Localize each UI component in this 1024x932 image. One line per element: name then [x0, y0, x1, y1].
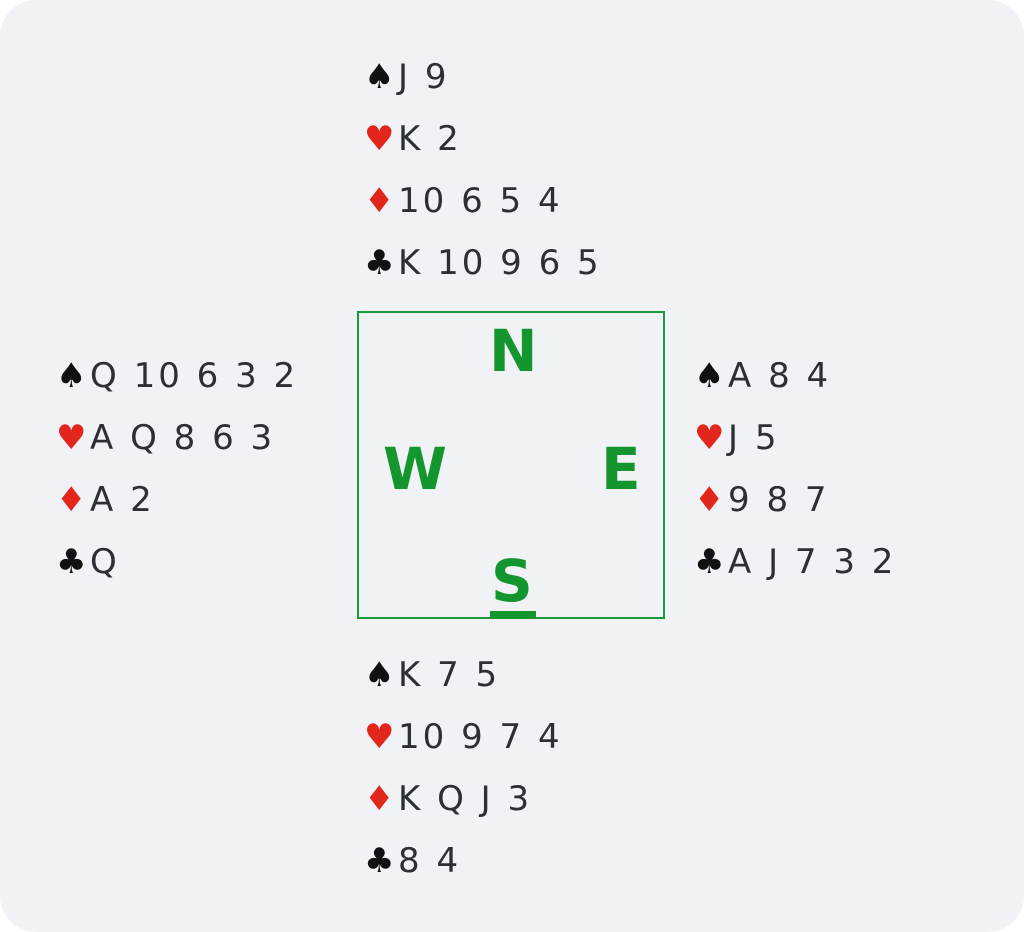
- club-icon: ♣: [694, 542, 725, 582]
- east-hand: ♠ A 8 4 ♥ J 5 ♦ 9 8 7 ♣ A J 7 3 2: [694, 345, 896, 593]
- east-spades: ♠ A 8 4: [694, 345, 896, 407]
- south-clubs-cards: 8 4: [398, 841, 462, 881]
- west-hearts: ♥ A Q 8 6 3: [56, 407, 298, 469]
- south-diamonds-cards: K Q J 3: [398, 779, 533, 819]
- south-spades: ♠ K 7 5: [364, 644, 563, 706]
- north-spades: ♠ J 9: [364, 46, 602, 108]
- heart-icon: ♥: [56, 418, 87, 458]
- east-diamonds: ♦ 9 8 7: [694, 469, 896, 531]
- seat-north-label: N: [489, 317, 538, 385]
- north-diamonds: ♦ 10 6 5 4: [364, 170, 602, 232]
- heart-icon: ♥: [364, 119, 395, 159]
- south-spades-cards: K 7 5: [398, 655, 501, 695]
- east-clubs: ♣ A J 7 3 2: [694, 531, 896, 593]
- east-diamonds-cards: 9 8 7: [728, 480, 830, 520]
- spade-icon: ♠: [56, 356, 87, 396]
- south-hand: ♠ K 7 5 ♥ 10 9 7 4 ♦ K Q J 3 ♣ 8 4: [364, 644, 563, 892]
- south-hearts: ♥ 10 9 7 4: [364, 706, 563, 768]
- club-icon: ♣: [56, 542, 87, 582]
- north-clubs: ♣ K 10 9 6 5: [364, 232, 602, 294]
- club-icon: ♣: [364, 841, 395, 881]
- diamond-icon: ♦: [364, 779, 395, 819]
- diamond-icon: ♦: [694, 480, 725, 520]
- seat-west-label: W: [383, 435, 447, 503]
- west-spades: ♠ Q 10 6 3 2: [56, 345, 298, 407]
- east-clubs-cards: A J 7 3 2: [728, 542, 897, 582]
- north-hearts: ♥ K 2: [364, 108, 602, 170]
- west-diamonds: ♦ A 2: [56, 469, 298, 531]
- spade-icon: ♠: [364, 57, 395, 97]
- west-clubs: ♣ Q: [56, 531, 298, 593]
- diamond-icon: ♦: [364, 181, 395, 221]
- seat-south-label: S: [491, 547, 533, 615]
- spade-icon: ♠: [364, 655, 395, 695]
- spade-icon: ♠: [694, 356, 725, 396]
- dealer-indicator: [490, 611, 536, 619]
- west-hand: ♠ Q 10 6 3 2 ♥ A Q 8 6 3 ♦ A 2 ♣ Q: [56, 345, 298, 593]
- east-hearts-cards: J 5: [728, 418, 780, 458]
- diamond-icon: ♦: [56, 480, 87, 520]
- north-clubs-cards: K 10 9 6 5: [398, 243, 602, 283]
- west-spades-cards: Q 10 6 3 2: [90, 356, 299, 396]
- west-hearts-cards: A Q 8 6 3: [90, 418, 276, 458]
- east-spades-cards: A 8 4: [728, 356, 832, 396]
- club-icon: ♣: [364, 243, 395, 283]
- north-diamonds-cards: 10 6 5 4: [398, 181, 563, 221]
- north-hand: ♠ J 9 ♥ K 2 ♦ 10 6 5 4 ♣ K 10 9 6 5: [364, 46, 602, 294]
- north-spades-cards: J 9: [398, 57, 450, 97]
- east-hearts: ♥ J 5: [694, 407, 896, 469]
- south-diamonds: ♦ K Q J 3: [364, 768, 563, 830]
- south-hearts-cards: 10 9 7 4: [398, 717, 563, 757]
- heart-icon: ♥: [694, 418, 725, 458]
- west-diamonds-cards: A 2: [90, 480, 155, 520]
- compass-box: N W E S: [357, 311, 665, 619]
- seat-east-label: E: [601, 435, 641, 503]
- west-clubs-cards: Q: [90, 542, 120, 582]
- heart-icon: ♥: [364, 717, 395, 757]
- north-hearts-cards: K 2: [398, 119, 462, 159]
- south-clubs: ♣ 8 4: [364, 830, 563, 892]
